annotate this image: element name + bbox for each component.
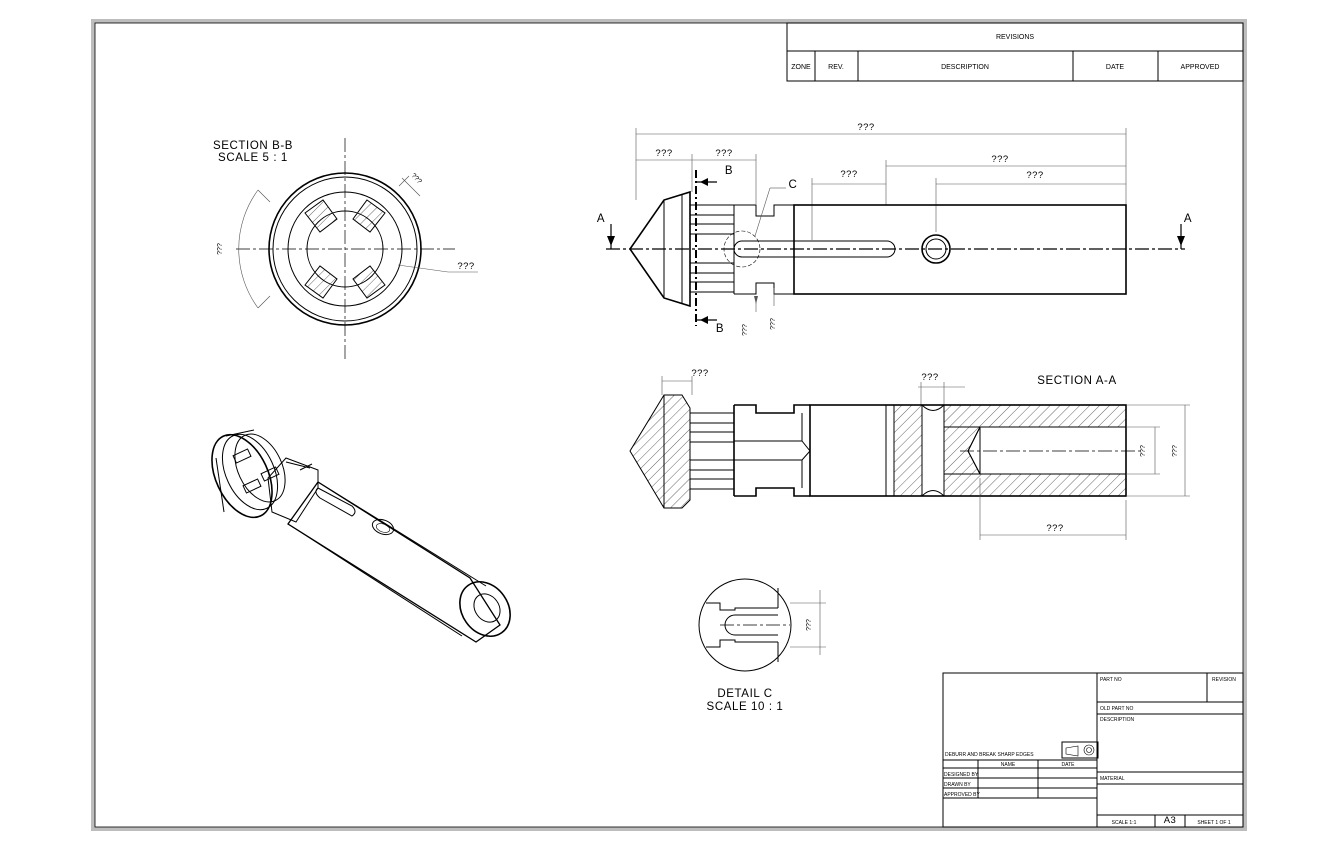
revisions-table: REVISIONS ZONE REV. DESCRIPTION DATE APP… (786, 22, 1244, 82)
front-dim-seg2: ??? (715, 148, 732, 159)
detail-c-scale: SCALE 10 : 1 (707, 701, 784, 713)
tb-row-designed: DESIGNED BY (944, 772, 979, 778)
tb-material: MATERIAL (1100, 776, 1125, 782)
tb-description: DESCRIPTION (1100, 717, 1135, 723)
cut-label-a-left: A (597, 213, 605, 225)
front-dim-overall: ??? (857, 122, 874, 133)
revisions-title: REVISIONS (996, 34, 1034, 41)
front-dim-seg1: ??? (655, 148, 672, 159)
tb-row-drawn: DRAWN BY (944, 782, 971, 788)
rev-col-date: DATE (1106, 64, 1124, 71)
cut-label-b-bottom: B (716, 323, 724, 335)
tb-scale: SCALE 1:1 (1112, 820, 1137, 826)
detail-callout-c: C (789, 179, 798, 191)
tb-deburr-note: DEBURR AND BREAK SHARP EDGES (945, 752, 1034, 758)
section-aa-dim-groove: ??? (921, 372, 938, 383)
section-bb-dim-slot: ??? (457, 261, 474, 272)
section-aa-dim-bore-depth: ??? (1046, 523, 1063, 534)
title-block: DEBURR AND BREAK SHARP EDGES NAME DATE D… (942, 672, 1244, 828)
section-aa-view: SECTION A-A ??? ??? (629, 368, 1190, 540)
front-dim-bottom1: ??? (742, 324, 749, 336)
section-aa-dim-od: ??? (1172, 445, 1179, 457)
tb-part-no: PART NO (1100, 677, 1122, 683)
section-bb-title: SECTION B-B (213, 140, 293, 152)
section-bb-dim-angle: ??? (217, 243, 224, 255)
section-bb-dim-chamfer: ??? (409, 172, 422, 185)
tb-col-date: DATE (1062, 762, 1076, 768)
isometric-view (211, 429, 511, 643)
section-aa-dim-lip: ??? (691, 368, 708, 379)
section-aa-dim-bore: ??? (1140, 445, 1147, 457)
rev-col-description: DESCRIPTION (941, 64, 989, 71)
cut-label-b-top: B (725, 165, 733, 177)
section-bb-view: SECTION B-B SCALE 5 : 1 ??? ??? ??? (213, 138, 478, 360)
tb-size: A3 (1164, 815, 1177, 826)
detail-c-title: DETAIL C (717, 688, 772, 700)
front-dim-seg5: ??? (1026, 170, 1043, 181)
front-dim-bottom2: ??? (770, 318, 777, 330)
section-bb-scale: SCALE 5 : 1 (218, 152, 288, 164)
tb-revision: REVISION (1212, 677, 1236, 683)
section-aa-title: SECTION A-A (1037, 375, 1116, 387)
tb-old-part-no: OLD PART NO (1100, 706, 1133, 712)
rev-col-approved: APPROVED (1181, 64, 1220, 71)
front-view: ??? ??? ??? ??? ??? ??? (597, 122, 1192, 336)
cut-label-a-right: A (1184, 213, 1192, 225)
rev-col-zone: ZONE (791, 64, 811, 71)
front-dim-seg4: ??? (840, 169, 857, 180)
tb-row-approved: APPROVED BY (944, 792, 981, 798)
sheet-border (91, 19, 1247, 831)
rev-col-rev: REV. (828, 64, 844, 71)
detail-c-view: ??? DETAIL C SCALE 10 : 1 (698, 578, 826, 713)
tb-col-name: NAME (1001, 762, 1016, 768)
tb-sheet: SHEET 1 OF 1 (1197, 820, 1230, 826)
detail-c-dim: ??? (806, 619, 813, 631)
front-dim-seg3: ??? (991, 154, 1008, 165)
